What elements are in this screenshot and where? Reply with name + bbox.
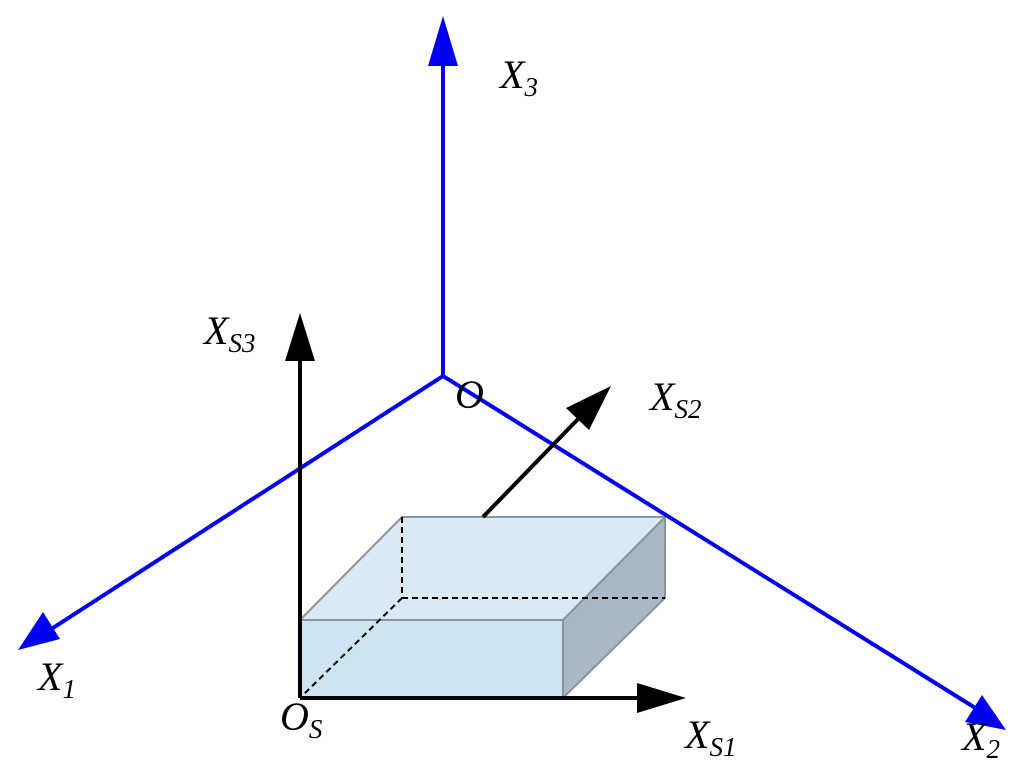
block-top-face: [300, 517, 665, 620]
label-xs3: XS3: [202, 308, 255, 358]
block-visible-edges-2: [562, 517, 666, 701]
block-side-face: [563, 517, 665, 698]
label-origin-o: O: [455, 372, 484, 417]
block-front-face: [300, 620, 563, 698]
axis-x1-arrowhead: [18, 612, 60, 650]
axis-x2-arrowhead: [965, 695, 1006, 730]
rectangular-block: [299, 516, 668, 701]
label-xs2: XS2: [648, 374, 701, 424]
axis-x3-arrowhead: [428, 16, 458, 66]
block-hidden-edge-diagonal: [299, 597, 403, 699]
label-x1: X1: [36, 654, 76, 704]
axis-x2-line: [441, 374, 987, 716]
axis-x1-line: [40, 374, 445, 637]
axis-xs1-arrowhead: [637, 683, 686, 713]
label-x3: X3: [498, 52, 538, 102]
label-x2: X2: [960, 714, 1000, 764]
axis-xs2-line: [481, 415, 582, 519]
axis-xs2-arrowhead: [566, 386, 611, 430]
label-xs1: XS1: [683, 712, 736, 762]
axis-xs3-arrowhead: [285, 313, 315, 361]
label-os: OS: [280, 694, 323, 744]
